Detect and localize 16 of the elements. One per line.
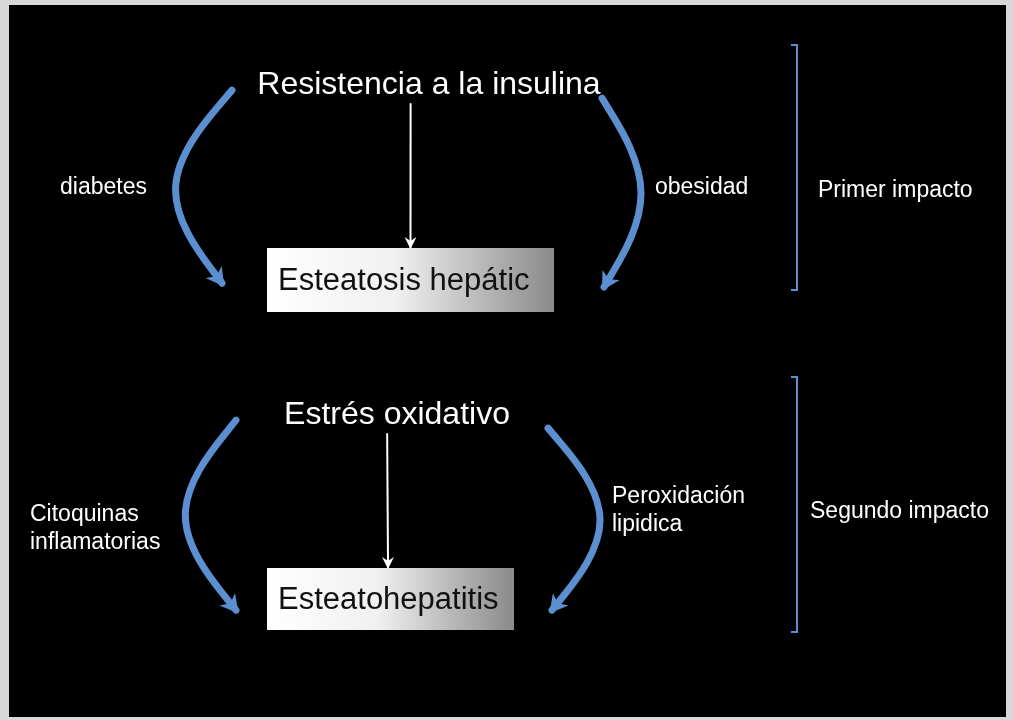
gradient-box: Esteatosis hepátic [267, 248, 554, 312]
arrow-label: Peroxidación lipidica [612, 482, 746, 538]
gradient-box: Esteatohepatitis [267, 568, 514, 630]
curved-arrow [172, 86, 236, 287]
arrow [381, 433, 394, 569]
node-text: Estrés oxidativo [274, 392, 520, 434]
node-text: Resistencia a la insulina [245, 62, 613, 104]
bracket-label: Primer impacto [818, 176, 974, 204]
curved-arrow [181, 416, 240, 614]
curved-arrow [544, 424, 604, 614]
arrow-label: obesidad [655, 173, 750, 201]
curved-arrow [598, 94, 645, 291]
arrow [404, 103, 417, 249]
arrow-label: Citoquinas inflamatorias [30, 500, 162, 556]
arrow-label: diabetes [60, 173, 148, 201]
bracket-label: Segundo impacto [810, 497, 990, 525]
